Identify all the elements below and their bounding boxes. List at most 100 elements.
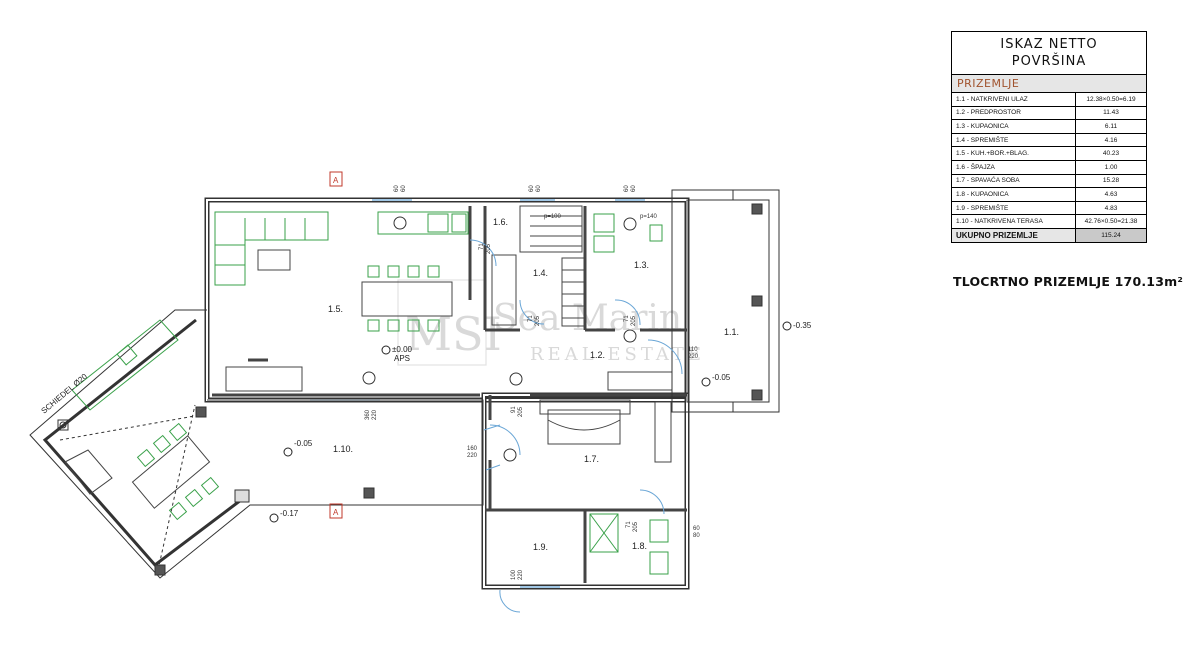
- section-markers: A A: [329, 171, 343, 519]
- interior-walls: [212, 206, 687, 583]
- legend-room-area: 12.38×0.50=6.19: [1075, 93, 1146, 107]
- door-dim-entry-top: 110: [688, 347, 698, 353]
- level-porch: -0.05: [712, 373, 731, 382]
- window-dim-stairs-top: 60: [529, 185, 535, 192]
- window-dimensions: 60 60 60 60 60 60: [394, 185, 637, 192]
- door-dim-storage-top: 100: [511, 569, 517, 580]
- legend-room-area: 40.23: [1075, 146, 1146, 161]
- legend-room-name: 1.4 - SPREMIŠTE: [952, 133, 1076, 148]
- sofa: [214, 211, 329, 286]
- room-label-1-1: 1.1.: [724, 327, 739, 337]
- level-aps-label: APS: [394, 354, 410, 363]
- dining-table: [361, 265, 453, 332]
- legend-room-area: 4.16: [1075, 133, 1146, 148]
- window-dim-bath-bottom: 60: [631, 185, 637, 192]
- door-dim-storage14-bottom: 205: [535, 315, 541, 326]
- watermark-subtitle: REAL ESTATE: [530, 344, 705, 365]
- doors: [469, 239, 683, 613]
- room-label-1-7: 1.7.: [584, 454, 599, 464]
- room-label-1-10: 1.10.: [333, 444, 353, 454]
- legend-row: 1.5 - KUH.+BOR.+BLAG.40.23: [952, 146, 1146, 161]
- ceiling-lights: [362, 217, 637, 462]
- legend-room-area: 15.28: [1075, 174, 1146, 189]
- door-dim-pantry-bottom: 205: [486, 243, 492, 254]
- stairs: [491, 205, 585, 327]
- level-terrace: -0.05: [294, 439, 313, 448]
- window-dim-stairs-bottom: 60: [536, 185, 542, 192]
- door-dimensions: 110 220 160 220 60 80 100 220 71 205 71 …: [365, 243, 700, 580]
- room-label-1-2: 1.2.: [590, 350, 605, 360]
- tv-unit: [225, 358, 303, 392]
- door-dim-bedroom-bottom: 205: [518, 406, 524, 417]
- door-dim-terrace-bottom: 220: [467, 453, 478, 459]
- stair-note-2: p=140: [640, 214, 658, 220]
- door-dim-bath13-bottom: 205: [631, 315, 637, 326]
- door-dim-bath-window-bottom: 80: [693, 533, 700, 539]
- door-dim-bedroom-top: 91: [511, 406, 517, 413]
- door-dim-bath18-top: 71: [626, 521, 632, 528]
- legend-room-name: 1.8 - KUPAONICA: [952, 187, 1076, 202]
- window-dim-bath-top: 60: [624, 185, 630, 192]
- outdoor-kitchen: [64, 319, 179, 495]
- floor-plan: MSI Sea Marin REAL ESTATE: [29, 171, 812, 613]
- door-dim-pantry-top: 71: [479, 243, 485, 250]
- legend-total-value: 115.24: [1075, 228, 1146, 242]
- door-dim-terrace-top: 160: [467, 446, 478, 452]
- legend-room-area: 1.00: [1075, 160, 1146, 175]
- legend-room-area: 6.11: [1075, 119, 1146, 134]
- stair-note-1: p=100: [544, 214, 562, 220]
- legend-room-area: 11.43: [1075, 106, 1146, 121]
- legend-room-name: 1.6 - ŠPAJZA: [952, 160, 1076, 175]
- watermark-name: Sea Marin: [493, 298, 682, 339]
- door-dim-storage14-top: 71: [528, 315, 534, 322]
- bed: [539, 371, 673, 463]
- legend-room-name: 1.9 - SPREMIŠTE: [952, 201, 1076, 216]
- legend-title-line1: ISKAZ NETTO: [1000, 37, 1098, 52]
- total-footprint: TLOCRTNO PRIZEMLJE 170.13m²: [953, 274, 1183, 289]
- door-dim-bath13-top: 71: [624, 315, 630, 322]
- room-label-1-6: 1.6.: [493, 217, 508, 227]
- covered-entrance: [671, 189, 780, 413]
- bathroom-fixtures: [589, 213, 669, 575]
- window-dim-kitchen-bottom: 60: [401, 185, 407, 192]
- legend-room-name: 1.3 - KUPAONICA: [952, 119, 1076, 134]
- door-dim-bath-window-top: 60: [693, 526, 700, 532]
- legend-total-label: UKUPNO PRIZEMLJE: [952, 228, 1076, 242]
- outdoor-dining: [131, 422, 220, 521]
- legend-title-line2: POVRŠINA: [1011, 54, 1087, 69]
- door-dim-entry-bottom: 220: [688, 354, 699, 360]
- area-legend-table: ISKAZ NETTO POVRŠINA PRIZEMLJE 1.1 - NAT…: [951, 31, 1147, 243]
- room-label-1-4: 1.4.: [533, 268, 548, 278]
- level-aps-value: ±0.00: [392, 345, 413, 354]
- level-markers: ±0.00 APS -0.35 -0.05 -0.05 -0.17: [269, 321, 812, 523]
- door-dim-storage-bottom: 220: [518, 569, 524, 580]
- legend-room-area: 4.83: [1075, 201, 1146, 216]
- legend-section: PRIZEMLJE: [952, 75, 1146, 93]
- room-label-1-9: 1.9.: [533, 542, 548, 552]
- legend-title: ISKAZ NETTO POVRŠINA: [952, 32, 1146, 75]
- watermark-monogram: MSI: [405, 307, 502, 361]
- door-dim-bath18-bottom: 205: [633, 521, 639, 532]
- legend-room-name: 1.7 - SPAVAĆA SOBA: [952, 174, 1076, 189]
- door-dim-sliding-bottom: 220: [372, 409, 378, 420]
- level-outside: -0.17: [280, 509, 299, 518]
- kitchen-counter: [377, 211, 469, 235]
- legend-room-area: 4.63: [1075, 187, 1146, 202]
- watermark: MSI Sea Marin REAL ESTATE: [397, 279, 705, 366]
- room-label-1-8: 1.8.: [632, 541, 647, 551]
- legend-room-area: 42.76×0.50=21.38: [1075, 214, 1146, 229]
- terrace: [29, 309, 484, 579]
- door-dim-sliding-top: 360: [365, 409, 371, 420]
- section-marker-top: A: [333, 176, 339, 185]
- room-label-1-5: 1.5.: [328, 304, 343, 314]
- window-dim-kitchen-top: 60: [394, 185, 400, 192]
- legend-room-name: 1.1 - NATKRIVENI ULAZ: [952, 93, 1076, 107]
